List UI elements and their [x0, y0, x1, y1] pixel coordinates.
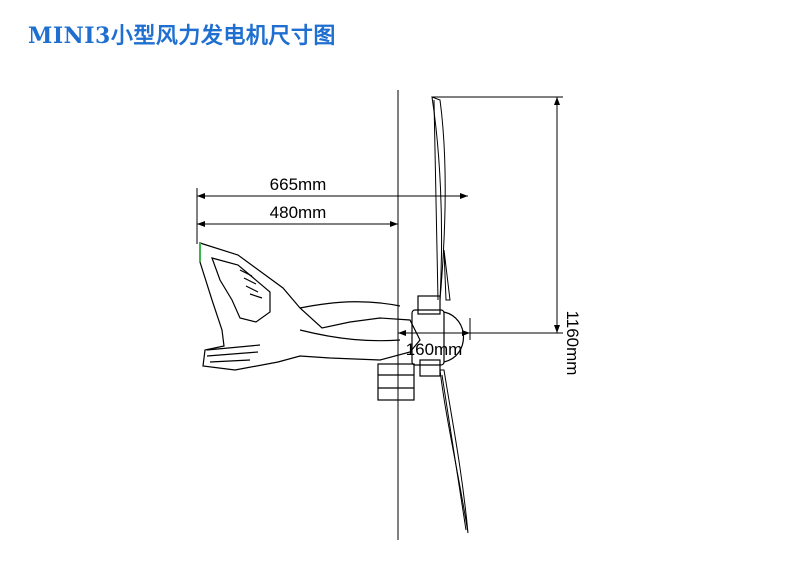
dimension-label-665: 665mm — [270, 175, 327, 194]
page-title: MINI3小型风力发电机尺寸图 — [28, 23, 336, 49]
tail-fin — [199, 242, 421, 371]
nacelle-hub — [377, 295, 465, 401]
dimension-lines — [196, 90, 563, 540]
dimension-label-1160: 1160mm — [563, 311, 582, 376]
dimension-label-480: 480mm — [270, 203, 327, 222]
rotor-blades — [431, 96, 469, 534]
dimension-label-160: 160mm — [406, 340, 463, 359]
